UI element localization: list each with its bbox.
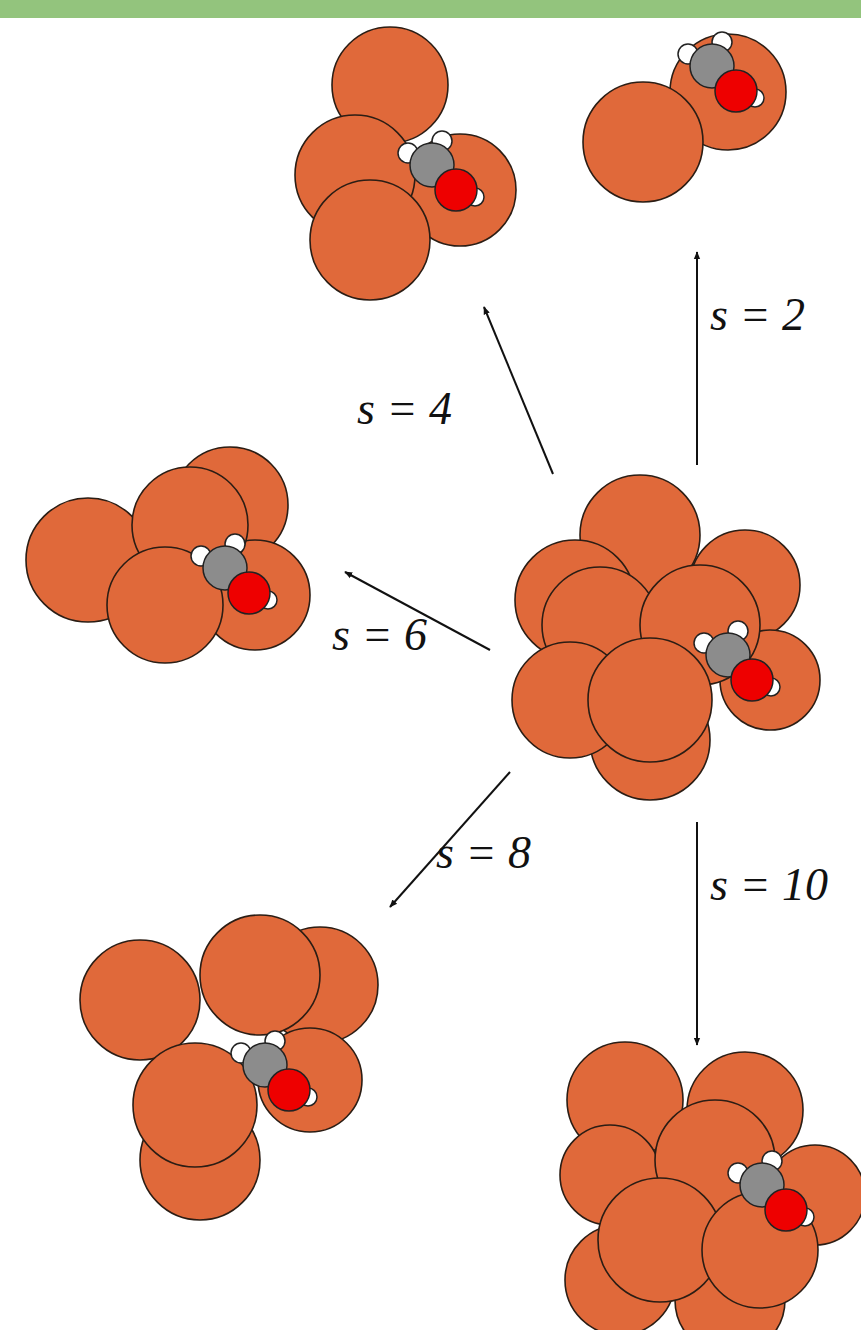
step-label: s = 2: [710, 292, 805, 338]
step-label: s = 4: [357, 386, 452, 432]
step-label: s = 6: [332, 612, 427, 658]
arrow: [696, 252, 698, 465]
step-label: s = 10: [710, 862, 828, 908]
step-label: s = 8: [436, 830, 531, 876]
top-band: [0, 0, 861, 18]
arrow: [696, 822, 698, 1045]
arrow: [484, 307, 553, 474]
